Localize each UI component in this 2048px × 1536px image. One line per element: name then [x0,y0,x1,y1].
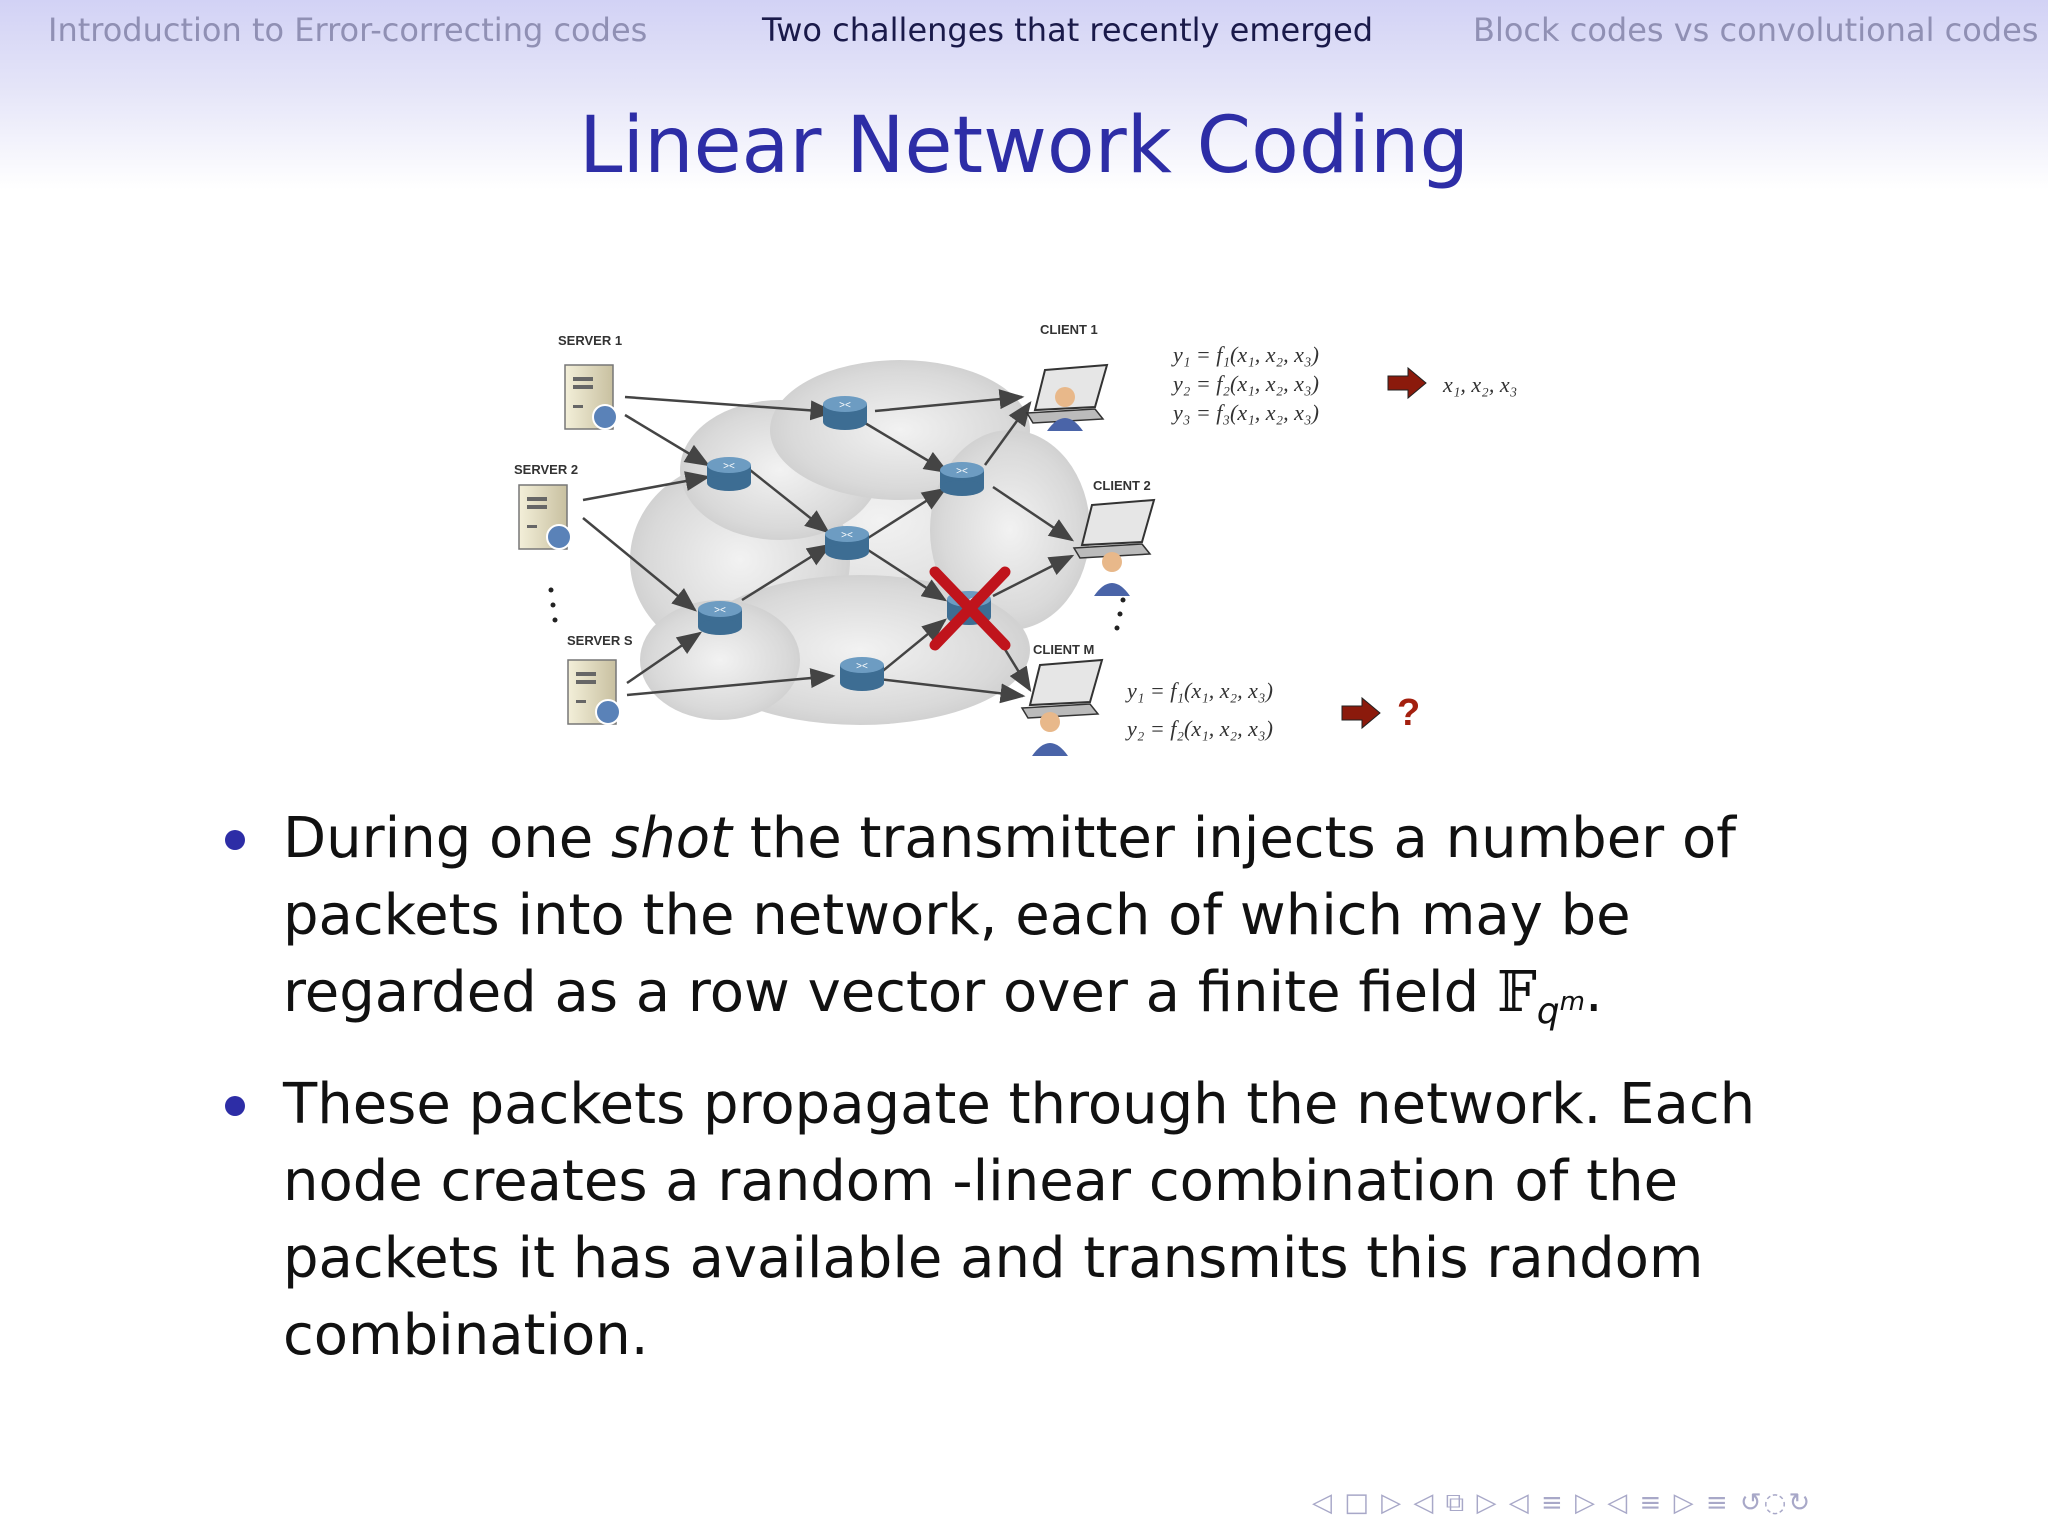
router-icon: >< [707,457,751,491]
equation: y₂ = f₂(x₁, x₂, x₃) [1125,716,1273,741]
server-label: SERVER S [567,633,633,648]
client-laptop-icon [1072,498,1156,596]
svg-text:><: >< [956,466,968,477]
beamer-navigation-controls[interactable]: ◁ □ ▷ ◁ ⧉ ▷ ◁ ≡ ▷ ◁ ≡ ▷ ≡ ↺◌↻ [1312,1488,1813,1518]
header-bar: Introduction to Error-correcting codes T… [0,0,2048,190]
client-laptop-icon [1020,658,1104,756]
client-label: CLIENT 1 [1040,322,1098,337]
svg-text:><: >< [714,605,726,616]
router-icon: >< [823,396,867,430]
decoded-result: x₁, x₂, x₃ [1442,372,1517,397]
network-links [582,389,1075,704]
bullet-item: During one shot the transmitter injects … [225,800,1865,1050]
bullet-text: During one shot the transmitter injects … [283,806,1736,1033]
vertical-ellipsis-clients [1114,597,1126,631]
svg-text:><: >< [841,530,853,541]
bullet-text: These packets propagate through the netw… [283,1072,1756,1369]
nav-section-intro[interactable]: Introduction to Error-correcting codes [48,11,648,49]
equation: y₁ = f₁(x₁, x₂, x₃) [1125,678,1273,703]
bullet-list: During one shot the transmitter injects … [225,800,1865,1390]
network-diagram: >< >< >< >< >< >< >< [514,322,1517,756]
client-label: CLIENT M [1033,642,1094,657]
bullet-dot [225,1096,245,1117]
router-icon: >< [940,462,984,496]
server-icon [564,364,618,430]
server-icon [518,484,572,550]
router-icon: >< [825,526,869,560]
equation: y₁ = f₁(x₁, x₂, x₃) [1171,342,1319,367]
client-label: CLIENT 2 [1093,478,1151,493]
server-icon [567,659,621,725]
equation: y₂ = f₂(x₁, x₂, x₃) [1171,371,1319,396]
server-label: SERVER 2 [514,462,578,477]
field-symbol: 𝔽 [1496,960,1537,1025]
nav-section-block-codes[interactable]: Block codes vs convolutional codes [1473,11,2039,49]
arrow-right-icon [1341,696,1381,730]
vertical-ellipsis-servers [548,587,558,623]
router-icon: >< [698,601,742,635]
server-label: SERVER 1 [558,333,622,348]
bullet-item: These packets propagate through the netw… [225,1066,1865,1374]
client-laptop-icon [1025,363,1109,431]
failed-node-cross-icon [929,566,1011,651]
bullet-dot [225,830,245,850]
svg-text:><: >< [839,400,851,411]
svg-text:><: >< [856,661,868,672]
undecodable-result: ? [1397,692,1420,734]
equation: y₃ = f₃(x₁, x₂, x₃) [1171,400,1319,425]
slide-title: Linear Network Coding [579,101,1469,191]
nav-section-challenges[interactable]: Two challenges that recently emerged [762,11,1374,49]
arrow-right-icon [1387,366,1427,400]
router-icon: >< [840,657,884,691]
svg-text:><: >< [723,461,735,472]
